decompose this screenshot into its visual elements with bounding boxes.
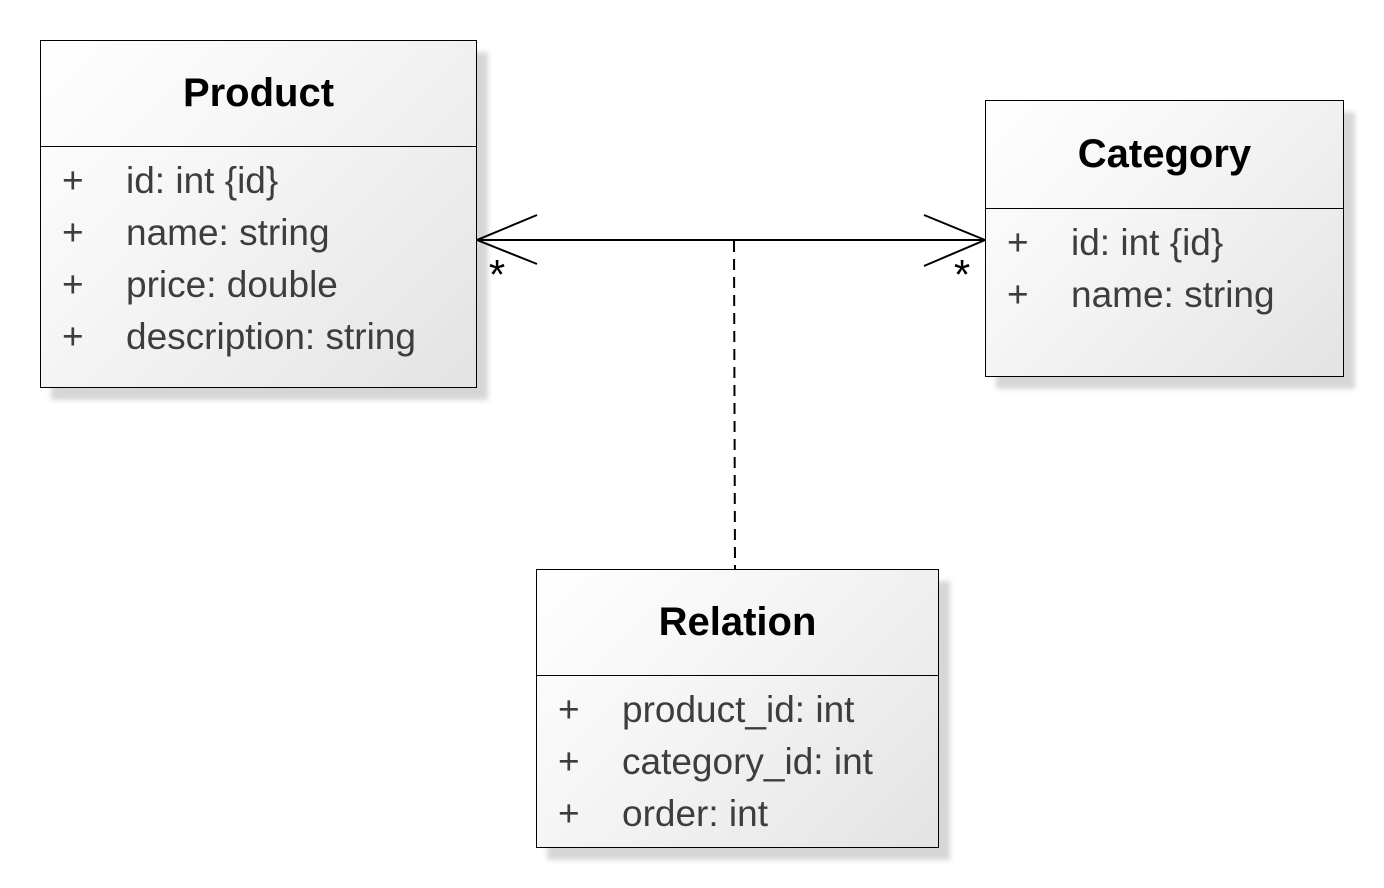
attribute-row: + description: string — [41, 311, 476, 363]
attribute-text: name: string — [126, 212, 330, 253]
class-title-relation: Relation — [537, 570, 938, 676]
visibility-symbol: + — [62, 160, 84, 201]
attribute-text: price: double — [126, 264, 338, 305]
class-title-product: Product — [41, 41, 476, 147]
attribute-row: + name: string — [986, 269, 1343, 321]
class-box-product[interactable]: Product + id: int {id} + name: string + … — [40, 40, 477, 388]
association-class-dashed-line[interactable] — [733, 240, 736, 570]
attribute-section-relation: + product_id: int + category_id: int + o… — [537, 676, 938, 840]
visibility-symbol: + — [558, 793, 580, 834]
attribute-text: order: int — [622, 793, 769, 834]
visibility-symbol: + — [62, 316, 84, 357]
attribute-text: id: int {id} — [1071, 222, 1224, 263]
attribute-row: + price: double — [41, 259, 476, 311]
attribute-text: description: string — [126, 316, 416, 357]
attribute-section-category: + id: int {id} + name: string — [986, 209, 1343, 321]
arrowhead-product-end-icon — [474, 214, 538, 265]
attribute-row: + product_id: int — [537, 684, 938, 736]
class-box-category[interactable]: Category + id: int {id} + name: string — [985, 100, 1344, 377]
multiplicity-product-end: * — [488, 251, 506, 298]
attribute-row: + order: int — [537, 788, 938, 840]
attribute-row: + name: string — [41, 207, 476, 259]
class-title-category: Category — [986, 101, 1343, 209]
visibility-symbol: + — [62, 264, 84, 305]
visibility-symbol: + — [558, 689, 580, 730]
attribute-row: + id: int {id} — [41, 155, 476, 207]
attribute-row: + id: int {id} — [986, 217, 1343, 269]
multiplicity-category-end: * — [953, 251, 971, 298]
attribute-row: + category_id: int — [537, 736, 938, 788]
attribute-text: category_id: int — [622, 741, 873, 782]
visibility-symbol: + — [558, 741, 580, 782]
attribute-text: name: string — [1071, 274, 1275, 315]
attribute-section-product: + id: int {id} + name: string + price: d… — [41, 147, 476, 363]
visibility-symbol: + — [1007, 222, 1029, 263]
attribute-text: id: int {id} — [126, 160, 279, 201]
visibility-symbol: + — [62, 212, 84, 253]
class-box-relation[interactable]: Relation + product_id: int + category_id… — [536, 569, 939, 848]
visibility-symbol: + — [1007, 274, 1029, 315]
attribute-text: product_id: int — [622, 689, 855, 730]
